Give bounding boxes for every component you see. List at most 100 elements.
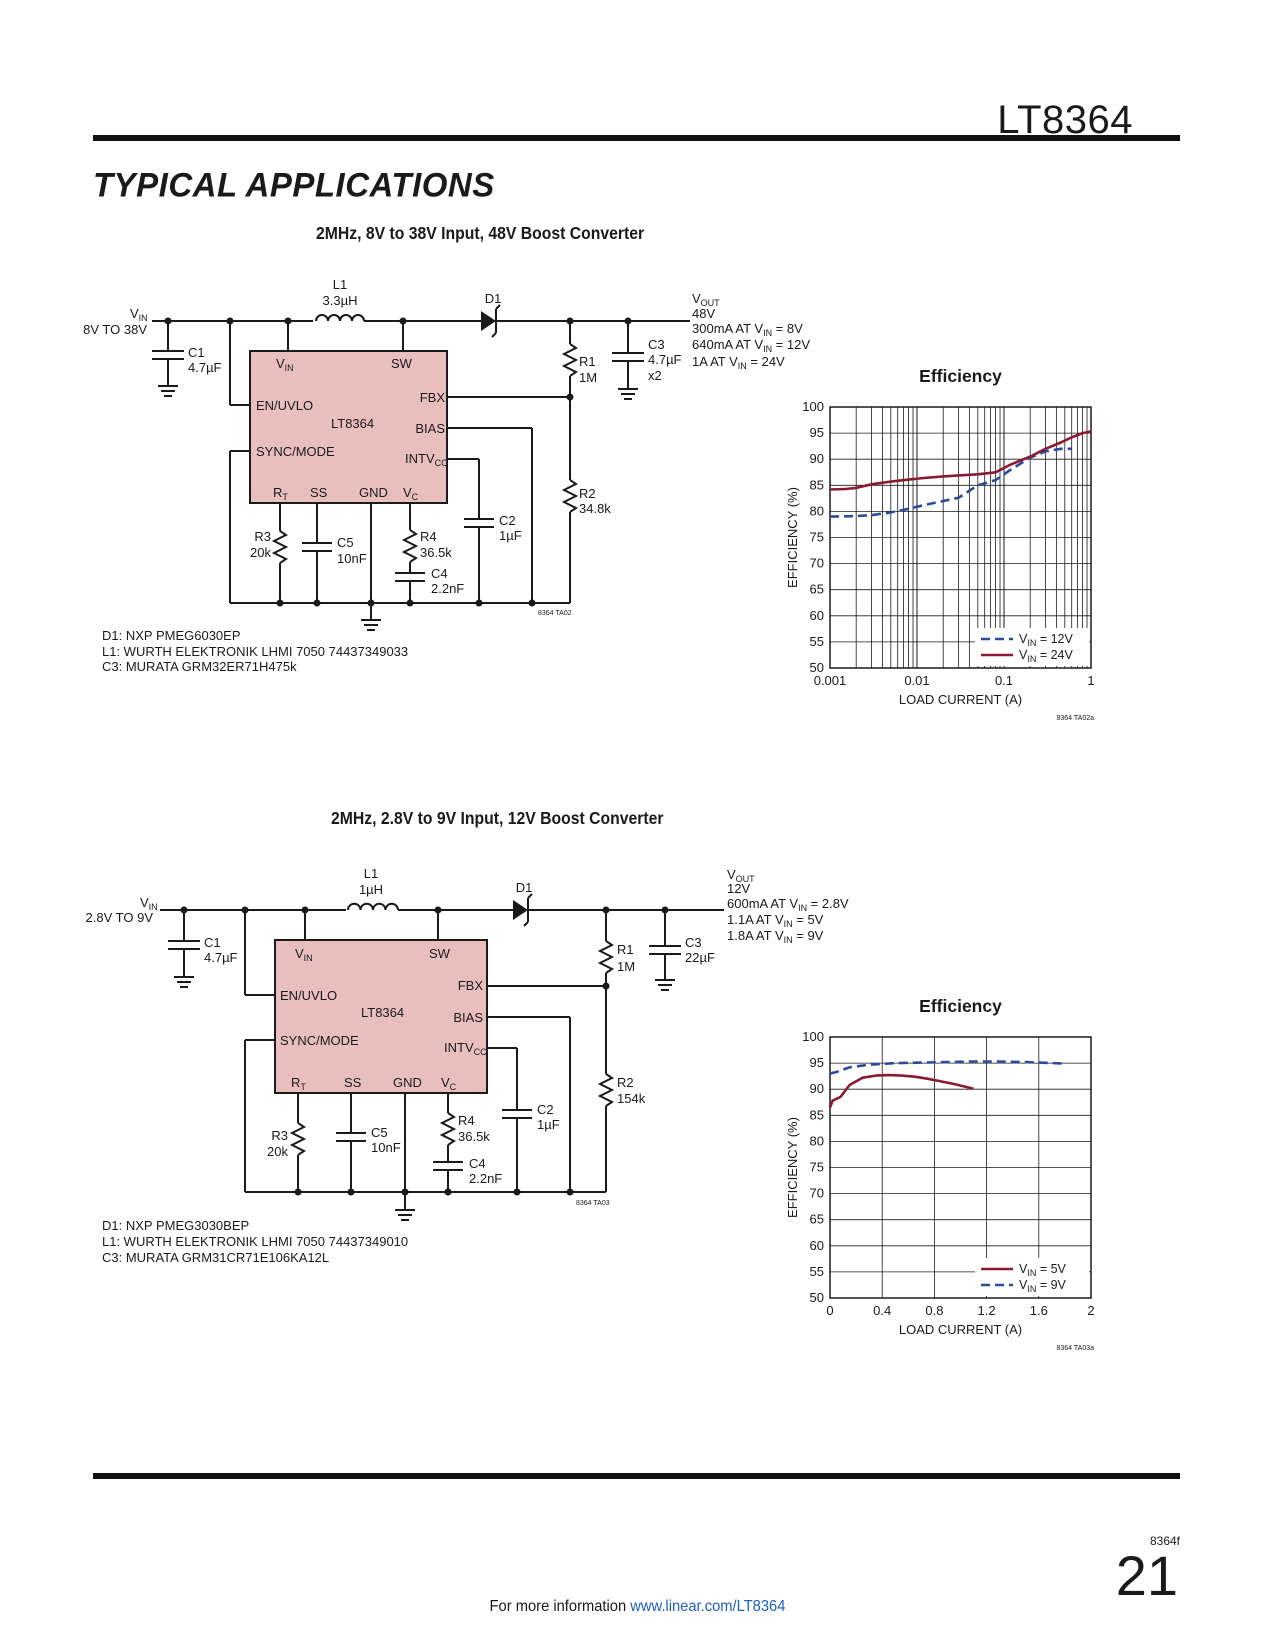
x-tick-label: 1.6 [1030, 1303, 1048, 1318]
y-tick-label: 95 [810, 425, 824, 440]
legend-label-sub: IN [1027, 638, 1036, 648]
svg-text:D1: D1 [516, 880, 533, 895]
svg-text:GND: GND [359, 485, 388, 500]
svg-text:VIN: VIN [295, 946, 313, 963]
legend-label-sub: IN [1027, 1284, 1036, 1294]
circuit2-schematic [160, 893, 724, 1221]
svg-text:R3: R3 [271, 1128, 288, 1143]
svg-text:SW: SW [429, 946, 451, 961]
svg-text:C4: C4 [469, 1156, 486, 1171]
legend-label: VIN = 12V [1019, 632, 1073, 648]
legend-label-v: V [1019, 632, 1028, 646]
svg-text:FBX: FBX [420, 390, 446, 405]
svg-text:R1: R1 [579, 354, 596, 369]
svg-text:L1: WURTH ELEKTRONIK LHMI 7050: L1: WURTH ELEKTRONIK LHMI 7050 744373490… [102, 644, 408, 659]
svg-text:R3: R3 [254, 529, 271, 544]
svg-text:4.7µF: 4.7µF [204, 950, 238, 965]
footer-link[interactable]: www.linear.com/LT8364 [630, 1598, 786, 1615]
svg-text:VC: VC [403, 485, 419, 502]
svg-text:1M: 1M [579, 370, 597, 385]
svg-text:36.5k: 36.5k [420, 545, 452, 560]
svg-text:SS: SS [344, 1075, 362, 1090]
footer-rule [93, 1473, 1180, 1479]
svg-text:4.7µF: 4.7µF [188, 360, 222, 375]
svg-text:R1: R1 [617, 942, 634, 957]
svg-text:L1: L1 [333, 277, 347, 292]
legend-label-rest: = 5V [1036, 1262, 1066, 1276]
legend-label-rest: = 12V [1036, 632, 1073, 646]
svg-text:C3: MURATA GRM31CR71E106KA12L: C3: MURATA GRM31CR71E106KA12L [102, 1250, 329, 1265]
y-tick-label: 85 [810, 1107, 824, 1122]
svg-text:VOUT: VOUT [727, 867, 755, 884]
circuit1-title: 2MHz, 8V to 38V Input, 48V Boost Convert… [316, 223, 645, 243]
legend-label: VIN = 5V [1019, 1262, 1067, 1278]
svg-text:D1: D1 [485, 291, 502, 306]
svg-text:2.2nF: 2.2nF [469, 1171, 502, 1186]
svg-text:3.3µH: 3.3µH [323, 293, 358, 308]
svg-text:C1: C1 [204, 935, 221, 950]
svg-text:C2: C2 [537, 1102, 554, 1117]
page-number: 21 [1115, 1544, 1178, 1607]
svg-text:10nF: 10nF [337, 551, 367, 566]
svg-text:VIN: VIN [276, 356, 294, 373]
legend-label: VIN = 24V [1019, 648, 1073, 664]
legend-label-rest: = 9V [1036, 1278, 1066, 1292]
svg-text:154k: 154k [617, 1091, 646, 1106]
x-axis-label: LOAD CURRENT (A) [899, 1322, 1022, 1337]
chart-title: Efficiency [919, 996, 1002, 1016]
legend-box [975, 1258, 1089, 1296]
y-tick-label: 50 [810, 660, 824, 675]
svg-text:SYNC/MODE: SYNC/MODE [280, 1033, 359, 1048]
svg-text:2.8V TO 9V: 2.8V TO 9V [86, 910, 154, 925]
svg-text:8364 TA02: 8364 TA02 [538, 610, 572, 617]
y-tick-label: 60 [810, 1238, 824, 1253]
svg-text:R2: R2 [617, 1075, 634, 1090]
circuit1-junctions [164, 317, 632, 607]
svg-text:L1: L1 [364, 866, 378, 881]
y-axis-label: EFFICIENCY (%) [785, 1117, 800, 1218]
circuit2-diode [513, 900, 528, 920]
svg-text:1A AT VIN = 24V: 1A AT VIN = 24V [692, 354, 785, 371]
svg-text:VIN: VIN [140, 895, 158, 912]
legend-label: VIN = 9V [1019, 1278, 1067, 1294]
x-tick-label: 0.001 [814, 673, 847, 688]
y-tick-label: 65 [810, 1212, 824, 1227]
svg-text:VIN: VIN [130, 306, 148, 323]
circuit1-diode [481, 311, 496, 331]
svg-text:C3: MURATA GRM32ER71H475k: C3: MURATA GRM32ER71H475k [102, 659, 297, 674]
legend-label-v: V [1019, 648, 1028, 662]
plot-frame [829, 406, 1092, 669]
series-line [829, 447, 1072, 518]
svg-text:VOUT: VOUT [692, 291, 720, 308]
svg-text:48V: 48V [692, 306, 715, 321]
svg-text:12V: 12V [727, 881, 750, 896]
svg-text:C5: C5 [337, 535, 354, 550]
svg-text:4.7µF: 4.7µF [648, 352, 682, 367]
footer-info: For more information www.linear.com/LT83… [51, 1598, 1224, 1616]
x-tick-label: 0.4 [873, 1303, 891, 1318]
series-line [828, 1073, 974, 1108]
y-tick-label: 90 [810, 451, 824, 466]
svg-text:RT: RT [291, 1075, 306, 1092]
svg-text:C3: C3 [685, 935, 702, 950]
y-tick-label: 100 [802, 399, 824, 414]
svg-text:EN/UVLO: EN/UVLO [280, 988, 337, 1003]
series-line [829, 430, 1092, 491]
y-tick-label: 100 [802, 1029, 824, 1044]
svg-text:36.5k: 36.5k [458, 1129, 490, 1144]
x-tick-label: 0.1 [995, 673, 1013, 688]
chart-title: Efficiency [919, 366, 1002, 386]
svg-text:RT: RT [273, 485, 288, 502]
page-code: 8364f [1149, 1534, 1180, 1548]
y-tick-label: 70 [810, 556, 824, 571]
svg-text:22µF: 22µF [685, 950, 715, 965]
svg-text:R2: R2 [579, 486, 596, 501]
circuit2-ic [274, 939, 488, 1094]
y-tick-label: 75 [810, 530, 824, 545]
svg-text:C3: C3 [648, 337, 665, 352]
circuit2-title: 2MHz, 2.8V to 9V Input, 12V Boost Conver… [331, 808, 664, 828]
svg-text:2.2nF: 2.2nF [431, 581, 464, 596]
y-tick-label: 75 [810, 1160, 824, 1175]
svg-text:34.8k: 34.8k [579, 501, 611, 516]
